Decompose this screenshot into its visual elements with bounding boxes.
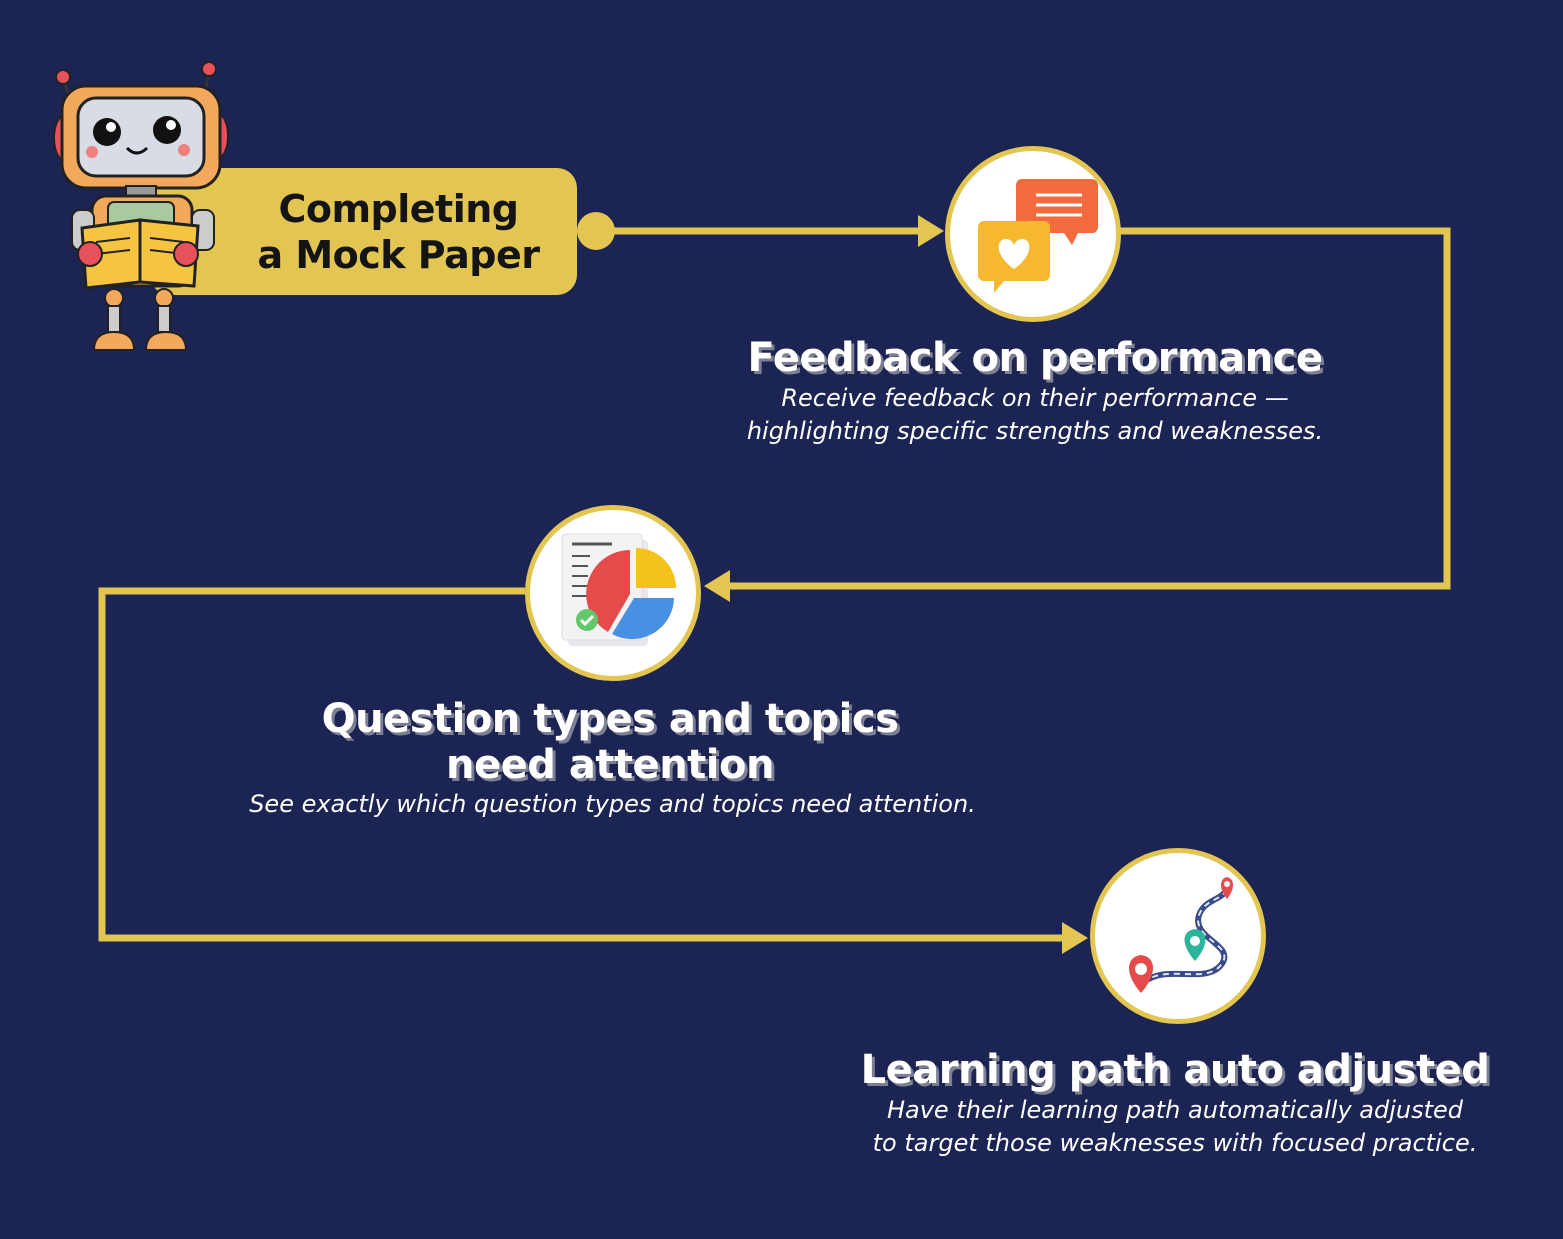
feedback-step-title: Feedback on performance (747, 335, 1323, 381)
route-map-pins-icon (1129, 877, 1233, 993)
questions-desc-line1: See exactly which question types and top… (249, 790, 976, 818)
learning-path-step-description: Have their learning path automatically a… (770, 1094, 1563, 1160)
arrow-head-right-icon (918, 215, 944, 247)
start-label-line2: a Mock Paper (257, 232, 540, 277)
connector-questions-to-path (98, 587, 1070, 942)
questions-step-description: See exactly which question types and top… (140, 788, 1085, 821)
report-pie-chart-icon (561, 533, 676, 646)
questions-title-line1: Question types and topics (321, 696, 899, 742)
robot-reading-icon (53, 61, 229, 351)
learning-path-desc-line2: to target those weaknesses with focused … (872, 1129, 1478, 1157)
start-label-line1: Completing (278, 186, 519, 231)
questions-title-line2: need attention (446, 742, 774, 788)
start-connector-dot (577, 212, 615, 250)
chat-bubbles-heart-icon (978, 179, 1098, 293)
arrow-head-right-icon (1062, 922, 1088, 954)
feedback-desc-line1: Receive feedback on their performance — (781, 384, 1289, 412)
arrow-head-left-icon (704, 570, 730, 602)
learning-path-step-title: Learning path auto adjusted (860, 1047, 1490, 1093)
questions-step-title: Question types and topics need attention (260, 696, 960, 788)
feedback-step-circle (945, 146, 1121, 322)
learning-path-desc-line1: Have their learning path automatically a… (886, 1096, 1464, 1124)
questions-step-circle (525, 505, 701, 681)
connector-feedback-to-questions (725, 227, 1451, 590)
start-node: Completing a Mock Paper (150, 168, 577, 295)
learning-path-step-circle (1090, 848, 1266, 1024)
feedback-desc-line2: highlighting specific strengths and weak… (746, 417, 1324, 445)
feedback-step-description: Receive feedback on their performance — … (640, 382, 1430, 448)
